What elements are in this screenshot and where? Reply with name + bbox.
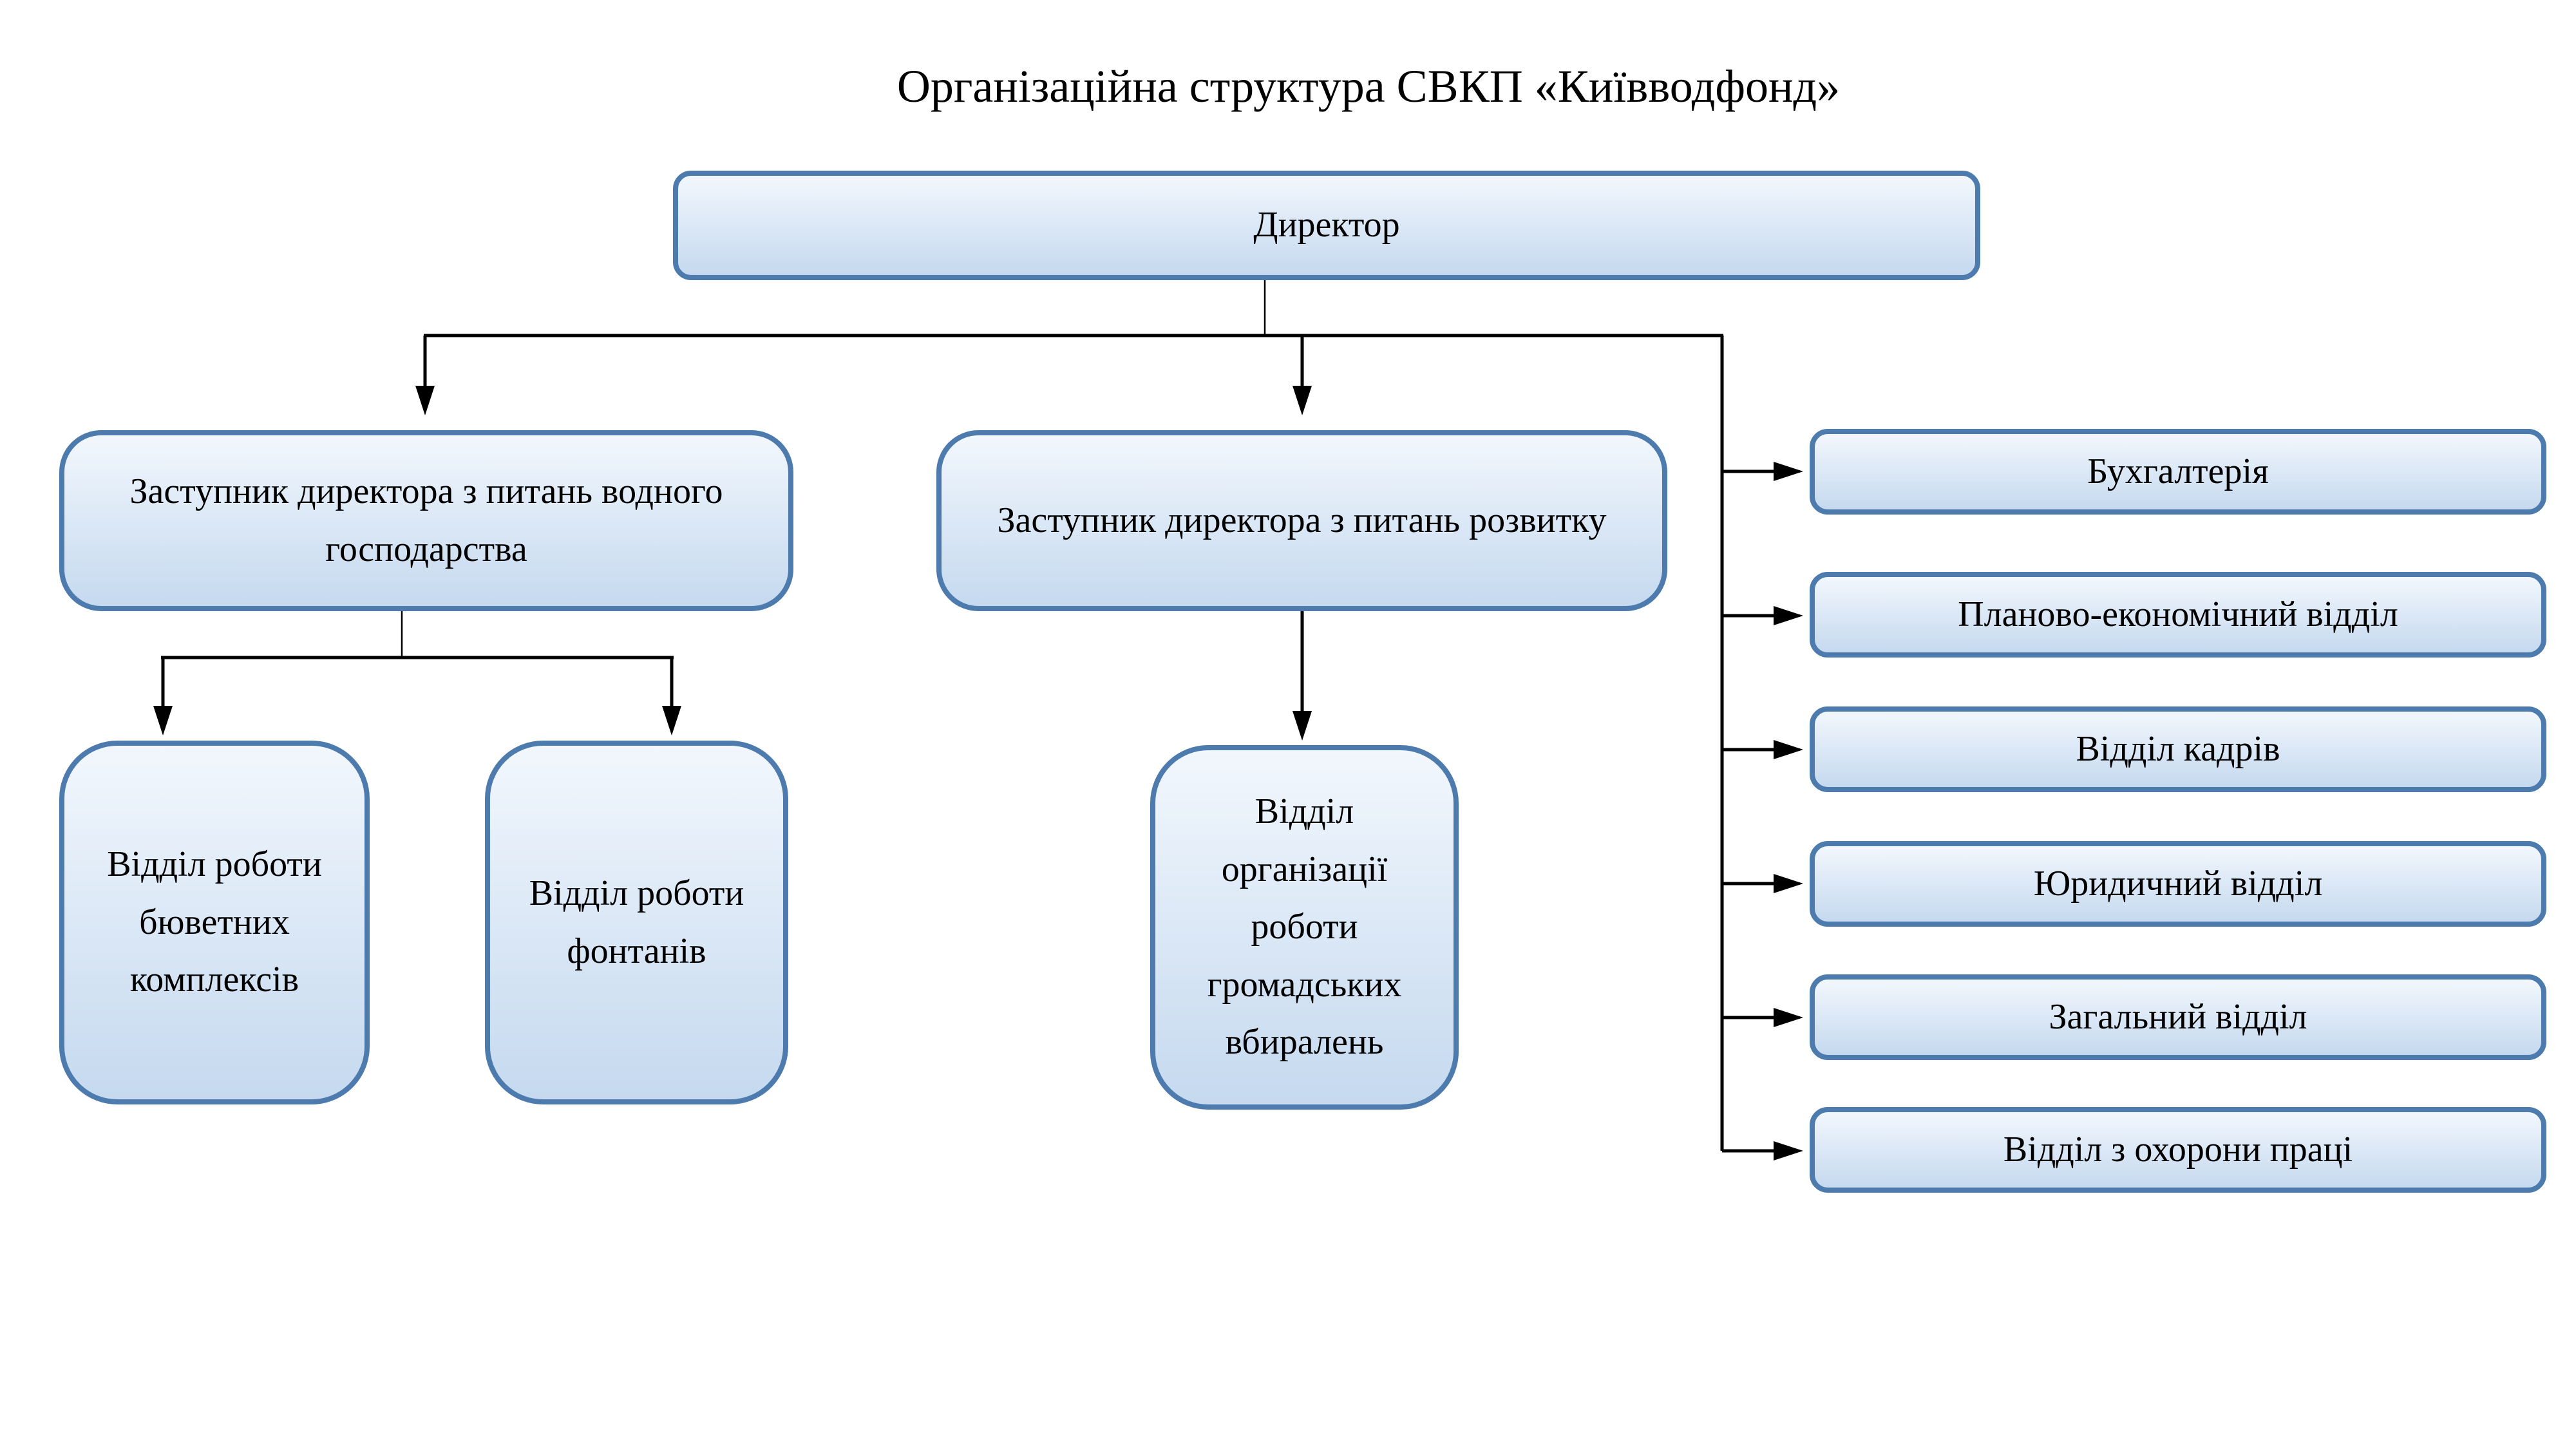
node-legal-dept-label: Юридичний відділ: [2033, 863, 2323, 904]
arrow-to-accounting: [1722, 462, 1803, 481]
node-hr-dept-label: Відділ кадрів: [2076, 728, 2280, 769]
arrow-to-legal-dept: [1722, 874, 1803, 893]
node-planning-dept: Планово-економічний відділ: [1810, 572, 2546, 658]
node-safety-dept-label: Відділ з охорони праці: [2003, 1129, 2353, 1170]
node-legal-dept: Юридичний відділ: [1810, 841, 2546, 927]
node-general-dept: Загальний відділ: [1810, 974, 2546, 1060]
node-dept-public-toilets-label: Відділ організації роботи громадських вб…: [1207, 791, 1402, 1063]
node-deputy-development-label: Заступник директора з питань розвитку: [997, 500, 1607, 540]
node-deputy-development: Заступник директора з питань розвитку: [936, 430, 1667, 611]
node-deputy-water: Заступник директора з питань водного гос…: [59, 430, 793, 611]
node-director-label: Директор: [1253, 205, 1400, 245]
node-accounting: Бухгалтерія: [1810, 429, 2546, 515]
arrow-to-buvet-dept: [153, 658, 173, 735]
node-general-dept-label: Загальний відділ: [2049, 996, 2307, 1037]
arrow-to-hr-dept: [1722, 740, 1803, 759]
node-safety-dept: Відділ з охорони праці: [1810, 1107, 2546, 1193]
node-dept-public-toilets: Відділ організації роботи громадських вб…: [1150, 745, 1459, 1110]
node-dept-fountains-label: Відділ роботи фонтанів: [529, 873, 744, 971]
node-accounting-label: Бухгалтерія: [2087, 451, 2269, 491]
arrow-to-deputy-water: [415, 336, 435, 415]
arrow-to-safety-dept: [1722, 1141, 1803, 1160]
node-deputy-water-label: Заступник директора з питань водного гос…: [129, 471, 723, 569]
node-dept-buvet-label: Відділ роботи бюветних комплексів: [107, 844, 322, 1000]
node-planning-dept-label: Планово-економічний відділ: [1958, 594, 2398, 634]
arrow-to-deputy-development: [1293, 336, 1312, 415]
arrow-to-general-dept: [1722, 1008, 1803, 1027]
node-director: Директор: [673, 171, 1980, 280]
chart-title: Організаційна структура СВКП «Київводфон…: [896, 61, 1841, 112]
arrow-to-fountains-dept: [662, 658, 681, 735]
node-dept-fountains: Відділ роботи фонтанів: [485, 741, 788, 1104]
arrow-to-planning-dept: [1722, 606, 1803, 625]
node-hr-dept: Відділ кадрів: [1810, 706, 2546, 792]
node-dept-buvet: Відділ роботи бюветних комплексів: [59, 741, 370, 1104]
arrow-to-public-toilets-dept: [1293, 611, 1312, 741]
